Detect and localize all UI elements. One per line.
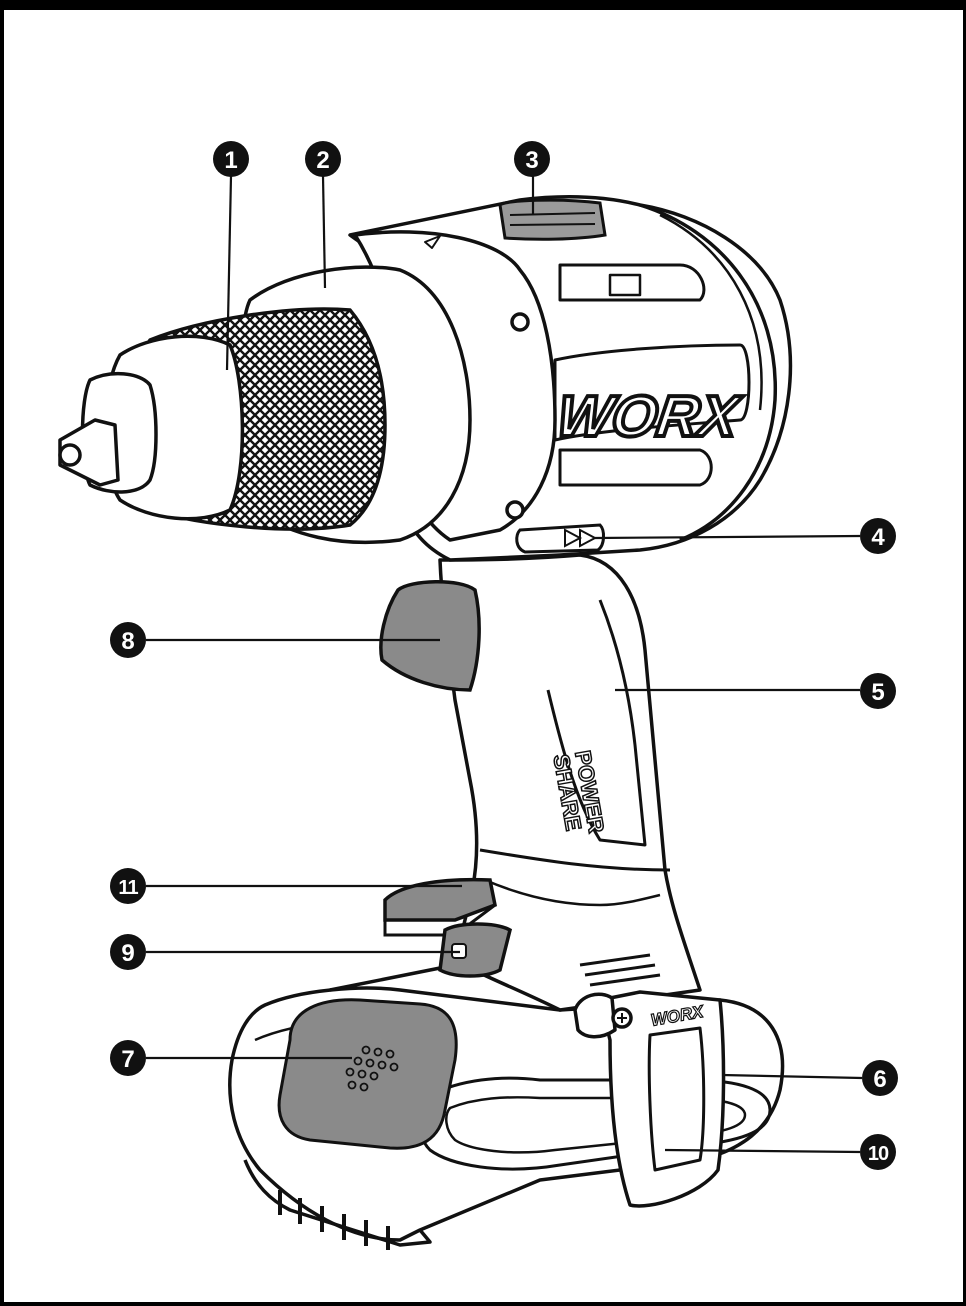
- left-border: [0, 0, 4, 1306]
- svg-text:WORX: WORX: [553, 384, 746, 449]
- callout-4: 4: [860, 518, 896, 554]
- svg-text:5: 5: [871, 679, 884, 706]
- svg-text:9: 9: [121, 940, 134, 967]
- callout-7: 7: [110, 1040, 146, 1076]
- mode-selector: [498, 198, 607, 241]
- svg-text:7: 7: [121, 1046, 134, 1073]
- svg-text:2: 2: [316, 147, 329, 174]
- callout-9: 9: [110, 934, 146, 970]
- svg-text:11: 11: [118, 877, 138, 899]
- callout-8: 8: [110, 622, 146, 658]
- svg-text:10: 10: [868, 1143, 889, 1165]
- callout-3: 3: [514, 141, 550, 177]
- battery-release-button: [438, 922, 513, 978]
- worx-logo: WORX: [551, 382, 748, 451]
- callout-5: 5: [860, 673, 896, 709]
- direction-switch: [515, 523, 605, 554]
- svg-text:8: 8: [121, 628, 134, 655]
- callout-11: 11: [110, 868, 146, 904]
- top-border: [0, 0, 966, 10]
- bottom-border: [0, 1302, 966, 1306]
- right-border: [963, 0, 966, 1306]
- battery-indicator-pad: [277, 998, 458, 1150]
- led-light: [383, 877, 498, 937]
- callout-2: 2: [305, 141, 341, 177]
- chuck-front: [58, 334, 245, 521]
- svg-text:3: 3: [525, 147, 538, 174]
- trigger-switch: [379, 580, 481, 692]
- callout-1: 1: [213, 141, 249, 177]
- leader-lines: [146, 175, 863, 1154]
- svg-text:4: 4: [871, 524, 885, 551]
- belt-clip: [573, 990, 726, 1208]
- callout-6: 6: [862, 1060, 898, 1096]
- callout-10: 10: [860, 1134, 896, 1170]
- svg-text:6: 6: [873, 1066, 886, 1093]
- svg-text:1: 1: [224, 147, 237, 174]
